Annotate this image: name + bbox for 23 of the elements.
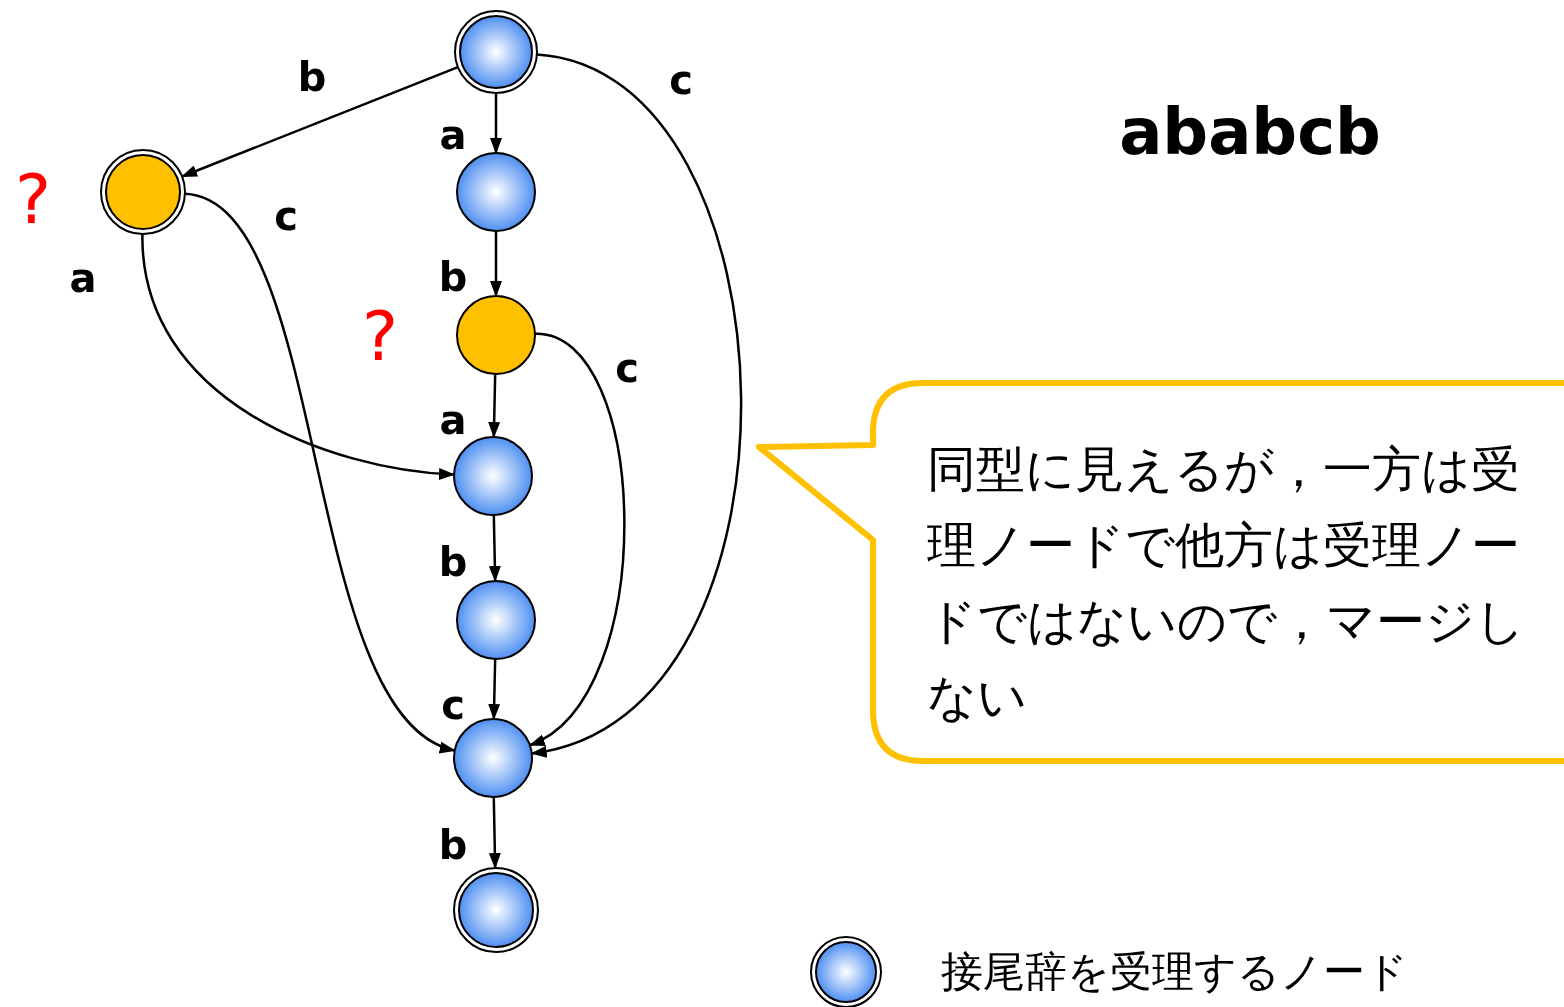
arrow (184, 192, 456, 752)
state-circle (452, 435, 534, 517)
arrow (488, 658, 501, 720)
accepting-state-circle (453, 9, 539, 95)
question-mark: ? (14, 166, 52, 234)
callout-text: 同型に見えるが，一方は受理ノードで他方は受理ノードではないので，マージしない (927, 440, 1526, 728)
arrow (488, 373, 501, 438)
arrow (490, 231, 502, 297)
legend-label: 接尾辞を受理するノード (941, 951, 1408, 993)
arrow (490, 93, 502, 154)
speech-bubble (755, 380, 1564, 764)
state-circle (455, 579, 537, 661)
accepting-state-circle (99, 148, 187, 236)
state-circle (455, 151, 537, 233)
state-circle (455, 294, 537, 376)
arrow (181, 65, 459, 178)
title: ababcb (1119, 100, 1381, 164)
arrow (488, 796, 501, 869)
arrow (141, 233, 455, 480)
arrow (488, 514, 501, 582)
accepting-state-circle (452, 866, 540, 954)
question-mark: ? (361, 303, 399, 371)
arrow (529, 332, 626, 747)
